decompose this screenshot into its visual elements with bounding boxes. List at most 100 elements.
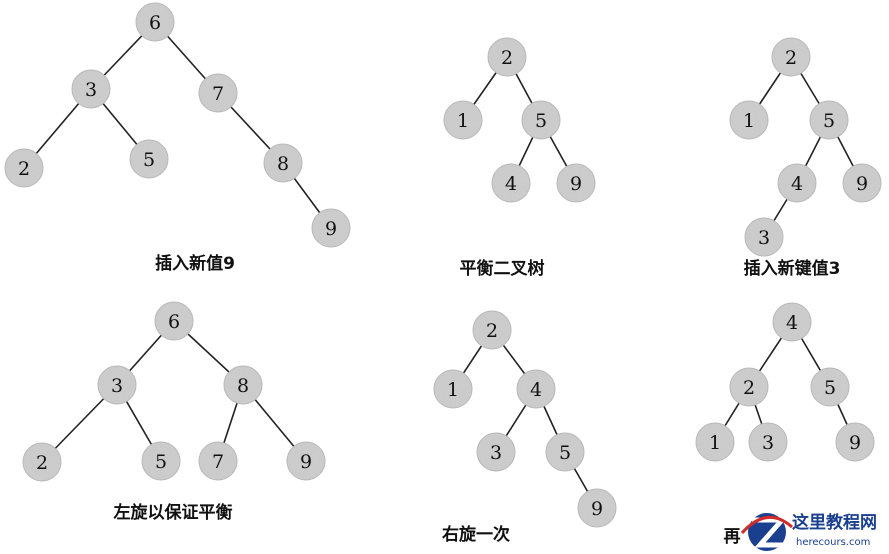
tree-node: 9 (286, 441, 326, 481)
tree-diagram-4: 6 3 8 2 5 7 9 左旋以保证平衡 (22, 301, 326, 523)
tree-node: 3 (748, 422, 788, 462)
tree-node: 7 (198, 441, 238, 481)
tree-node: 2 (4, 148, 44, 188)
tree-node-label: 3 (758, 227, 770, 249)
tree-node-label: 2 (36, 452, 48, 474)
tree-node-label: 5 (824, 377, 836, 399)
tree-node-label: 5 (823, 110, 835, 132)
tree-node-circle (516, 369, 556, 409)
tree-node: 9 (842, 163, 882, 203)
tree-node-circle (835, 422, 875, 462)
diagram-caption: 左旋以保证平衡 (114, 502, 233, 523)
tree-node: 2 (487, 37, 527, 77)
tree-node: 9 (311, 208, 351, 248)
tree-node: 4 (772, 302, 812, 342)
tree-node-circle (772, 302, 812, 342)
tree-node-label: 9 (591, 498, 603, 520)
tree-node: 5 (521, 100, 561, 140)
tree-node-circle (771, 37, 811, 77)
tree-node-label: 7 (212, 451, 224, 473)
tree-node-label: 4 (786, 312, 798, 334)
diagram-caption: 插入新键值3 (744, 258, 841, 279)
tree-node: 2 (22, 442, 62, 482)
tree-node-circle (748, 422, 788, 462)
tree-node: 2 (729, 367, 769, 407)
tree-node-circle (521, 100, 561, 140)
tree-node: 4 (516, 369, 556, 409)
tree-node-circle (545, 432, 585, 472)
tree-node-label: 9 (849, 432, 861, 454)
tree-node: 1 (443, 100, 483, 140)
tree-node-label: 1 (743, 110, 755, 132)
tree-node-circle (71, 69, 111, 109)
tree-node-circle (810, 367, 850, 407)
tree-node: 9 (577, 488, 617, 528)
tree-node-circle (141, 441, 181, 481)
tree-node-circle (476, 432, 516, 472)
tree-node-label: 6 (149, 12, 161, 34)
tree-node-circle (198, 441, 238, 481)
diagram-caption: 插入新值9 (155, 253, 235, 274)
tree-node-circle (472, 310, 512, 350)
tree-node: 6 (135, 2, 175, 42)
tree-node: 3 (97, 365, 137, 405)
watermark-z-glyph (751, 517, 789, 548)
tree-node-label: 1 (447, 379, 459, 401)
tree-node-circle (443, 100, 483, 140)
tree-node: 5 (545, 432, 585, 472)
tree-node-circle (744, 217, 784, 257)
tree-node-label: 5 (143, 149, 155, 171)
tree-node-label: 9 (325, 218, 337, 240)
tree-node: 4 (491, 163, 531, 203)
tree-node: 9 (835, 422, 875, 462)
tree-node-circle (487, 37, 527, 77)
tree-node-label: 8 (277, 153, 289, 175)
tree-node: 5 (141, 441, 181, 481)
tree-node: 5 (129, 139, 169, 179)
tree-node-circle (286, 441, 326, 481)
tree-node: 1 (695, 422, 735, 462)
tree-node-label: 5 (155, 451, 167, 473)
tree-node: 8 (263, 143, 303, 183)
tree-node-circle (223, 365, 263, 405)
tree-node-label: 3 (85, 79, 97, 101)
tree-node-label: 1 (457, 110, 469, 132)
tree-node: 3 (744, 217, 784, 257)
diagram-caption: 右旋一次 (442, 524, 510, 545)
tree-node: 5 (810, 367, 850, 407)
tree-node-label: 2 (501, 47, 513, 69)
watermark-title: 这里教程网 (792, 512, 877, 533)
tree-node-circle (842, 163, 882, 203)
watermark-swoosh (740, 515, 793, 535)
tree-node: 6 (154, 301, 194, 341)
tree-node-label: 6 (168, 311, 180, 333)
watermark-logo: 这里教程网 herecours.com (740, 512, 877, 551)
tree-node-circle (22, 442, 62, 482)
tree-node: 4 (777, 163, 817, 203)
tree-node-circle (695, 422, 735, 462)
tree-node-circle (154, 301, 194, 341)
tree-node-circle (809, 100, 849, 140)
tree-node-circle (729, 367, 769, 407)
tree-node: 1 (433, 369, 473, 409)
tree-diagram-1: 6 3 7 2 5 8 9 插入新值9 (4, 2, 351, 274)
tree-node: 7 (198, 73, 238, 113)
diagram-caption: 再 (724, 527, 741, 547)
tree-node-label: 2 (486, 320, 498, 342)
tree-node-circle (311, 208, 351, 248)
diagram-caption: 平衡二叉树 (460, 258, 545, 279)
tree-diagram-2: 2 1 5 4 9 平衡二叉树 (443, 37, 596, 279)
tree-node: 9 (556, 163, 596, 203)
tree-node-label: 2 (743, 377, 755, 399)
tree-node-label: 9 (570, 173, 582, 195)
tree-node: 8 (223, 365, 263, 405)
tree-node-circle (577, 488, 617, 528)
watermark-url: herecours.com (796, 537, 870, 548)
tree-node-label: 5 (535, 110, 547, 132)
tree-node: 5 (809, 100, 849, 140)
tree-node-circle (97, 365, 137, 405)
tree-node-circle (491, 163, 531, 203)
